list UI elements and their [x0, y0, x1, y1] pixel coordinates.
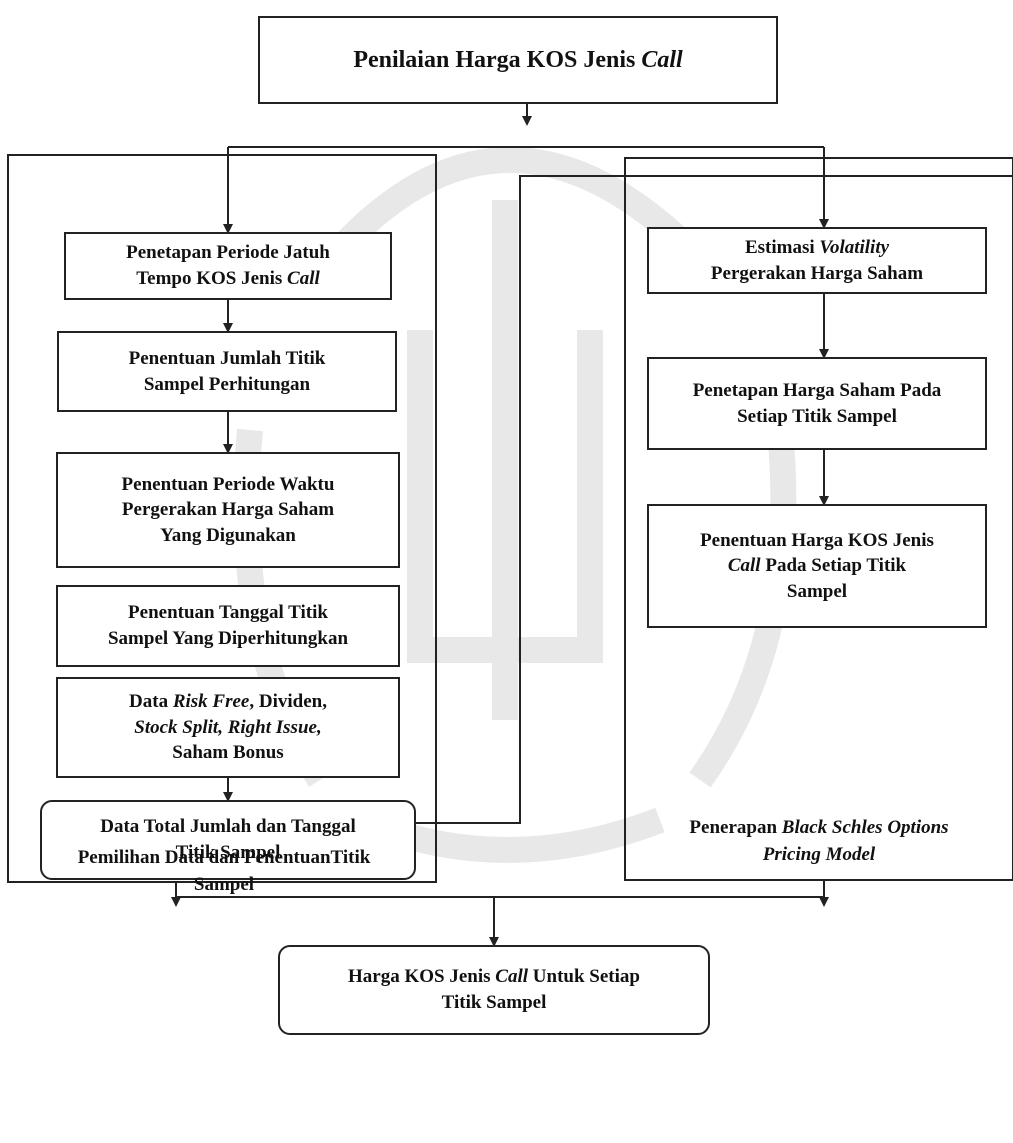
text-segment: Sampel Perhitungan: [143, 373, 311, 395]
text-segment: Sampel: [193, 873, 255, 895]
text-segment: Penerapan: [689, 817, 782, 838]
text-segment: Setiap Titik Sampel: [737, 405, 897, 427]
text-segment: Penentuan Harga KOS Jenis: [700, 529, 934, 551]
text-line: Penentuan Jumlah Titik: [129, 346, 326, 372]
text-line: Penetapan Harga Saham Pada: [693, 378, 942, 404]
step-data-risk-free: Data Risk Free, Dividen,Stock Split, Rig…: [56, 677, 400, 778]
text-line: Data Total Jumlah dan Tanggal: [100, 814, 356, 840]
text-segment: Tempo KOS Jenis: [136, 268, 288, 289]
text-line: Titik Sampel: [442, 990, 547, 1016]
text-segment: Penetapan Periode Jatuh: [126, 242, 330, 264]
text-segment: Pemilihan Data dan PenentuanTitik: [77, 847, 371, 868]
text-segment: Risk Free: [172, 691, 250, 713]
text-line: Penentuan Harga KOS Jenis: [700, 528, 934, 554]
text-segment: Pergerakan Harga Saham: [710, 262, 924, 284]
text-line: Stock Split, Right Issue,: [134, 715, 321, 741]
text-segment: Penetapan Harga Saham Pada: [692, 379, 942, 401]
text-segment: Untuk Setiap: [528, 966, 640, 988]
text-segment: Sampel Yang Diperhitungkan: [107, 628, 349, 649]
text-segment: Estimasi: [744, 236, 820, 258]
text-segment: Call: [641, 46, 683, 73]
text-segment: Call: [495, 966, 529, 988]
root-node: Penilaian Harga KOS Jenis Call: [258, 16, 778, 104]
text-segment: Pricing Model: [762, 843, 876, 865]
text-line: Pergerakan Harga Saham: [122, 497, 334, 523]
text-segment: Black Schles Options: [781, 817, 949, 838]
text-line: Sampel Perhitungan: [144, 372, 310, 398]
text-line: Yang Digunakan: [160, 523, 296, 549]
text-line: Penentuan Tanggal Titik: [128, 600, 328, 626]
text-segment: Data Total Jumlah dan Tanggal: [100, 816, 356, 838]
text-line: Harga KOS Jenis Call Untuk Setiap: [348, 964, 640, 990]
text-line: Sampel: [787, 579, 847, 605]
text-line: Data Risk Free, Dividen,: [129, 689, 327, 715]
text-line: Titik Sampel: [176, 840, 281, 866]
text-line: Saham Bonus: [172, 740, 283, 766]
text-line: Pemilihan Data dan PenentuanTitik: [14, 845, 434, 872]
text-line: Penilaian Harga KOS Jenis Call: [353, 44, 682, 76]
text-line: Estimasi Volatility: [745, 235, 889, 261]
text-segment: Stock Split, Right Issue,: [134, 716, 322, 738]
text-line: Penetapan Periode Jatuh: [126, 240, 330, 266]
text-line: Setiap Titik Sampel: [737, 404, 897, 430]
text-segment: Harga KOS Jenis: [348, 966, 496, 988]
text-segment: Pada Setiap Titik: [760, 555, 907, 577]
text-line: Tempo KOS Jenis Call: [136, 266, 320, 292]
text-line: Sampel Yang Diperhitungkan: [108, 626, 348, 652]
text-segment: Penilaian Harga KOS Jenis: [353, 46, 642, 73]
text-line: Pergerakan Harga Saham: [711, 261, 923, 287]
text-segment: , Dividen,: [249, 691, 327, 713]
text-line: Sampel: [14, 872, 434, 899]
text-line: Penerapan Black Schles Options: [628, 815, 1010, 842]
text-segment: Yang Digunakan: [160, 524, 296, 546]
feedback-connector: [415, 175, 1013, 824]
text-segment: Penentuan Tanggal Titik: [128, 602, 328, 624]
text-segment: Titik Sampel: [441, 992, 547, 1013]
text-segment: Pergerakan Harga Saham: [121, 499, 335, 521]
left-group-frame: [7, 154, 437, 883]
text-line: Call Pada Setiap Titik: [728, 553, 906, 579]
text-segment: Penentuan Jumlah Titik: [128, 347, 326, 369]
text-segment: Call: [287, 268, 320, 289]
text-segment: Call: [727, 555, 761, 577]
text-segment: Titik Sampel: [175, 842, 281, 863]
text-segment: Penentuan Periode Waktu: [121, 473, 335, 495]
text-segment: Data: [129, 691, 173, 713]
right-group-frame: [624, 157, 1013, 881]
text-segment: Saham Bonus: [172, 742, 284, 764]
text-line: Pricing Model: [628, 842, 1010, 869]
text-line: Penentuan Periode Waktu: [122, 472, 335, 498]
text-segment: Volatility: [819, 236, 890, 258]
text-segment: Sampel: [786, 580, 848, 602]
